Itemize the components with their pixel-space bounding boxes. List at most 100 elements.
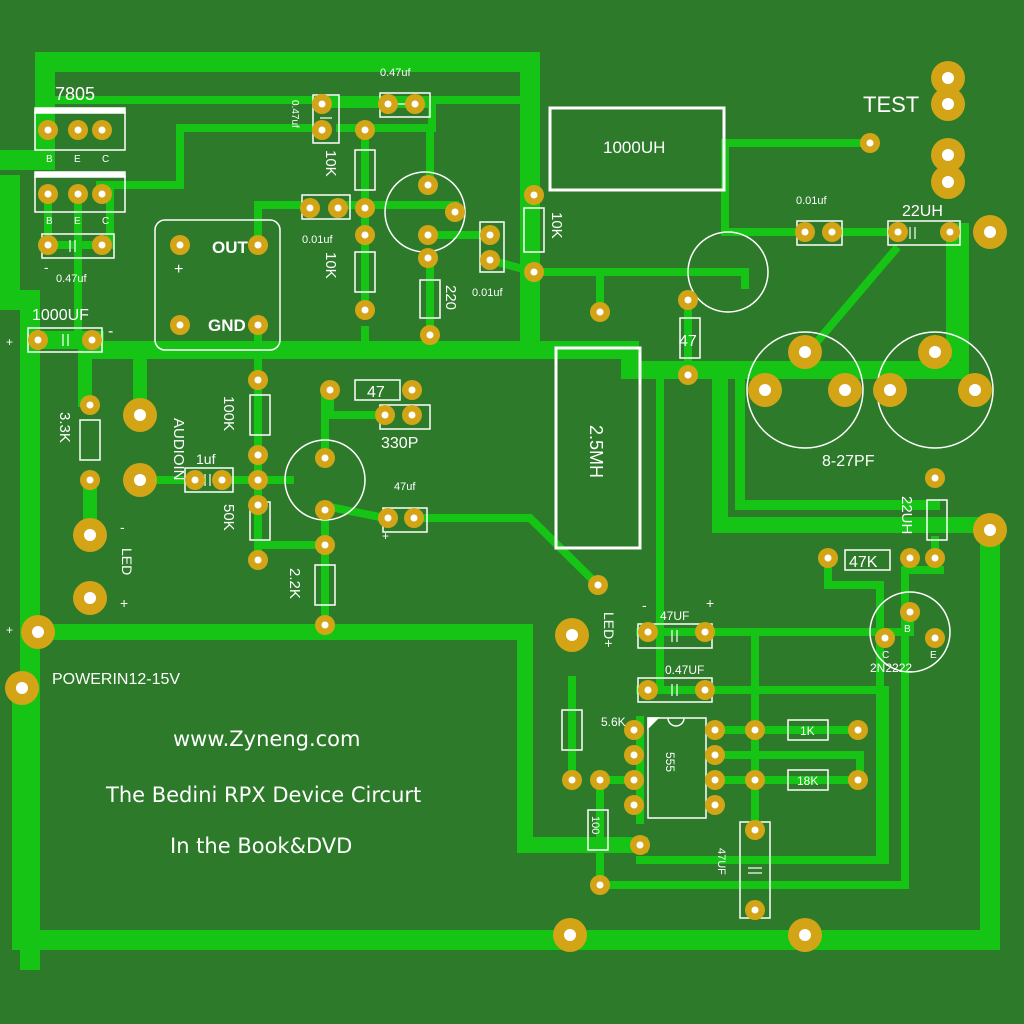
pad-hole (254, 451, 262, 459)
pad-hole (530, 191, 538, 199)
pad-hole (86, 401, 94, 409)
pad-hole (839, 384, 851, 396)
pad-hole (218, 476, 226, 484)
svg-text:47UF: 47UF (660, 609, 689, 623)
pad-hole (596, 308, 604, 316)
pad-hole (564, 929, 576, 941)
pad-hole (946, 228, 954, 236)
pad-hole (408, 386, 416, 394)
pad-hole (451, 208, 459, 216)
pad-hole (644, 628, 652, 636)
svg-text:-: - (108, 323, 113, 340)
pad-hole (254, 241, 262, 249)
label-1000uf: 1000UF (32, 307, 89, 324)
svg-text:220: 220 (442, 285, 459, 310)
pad-hole (98, 190, 106, 198)
pad-hole (88, 336, 96, 344)
pad-hole (134, 474, 146, 486)
svg-text:0.47uf: 0.47uf (56, 273, 88, 285)
pad-hole (176, 321, 184, 329)
svg-text:LED+: LED+ (601, 612, 617, 647)
pad-hole (486, 256, 494, 264)
pad-hole (384, 100, 392, 108)
pad-hole (254, 501, 262, 509)
pad-hole (711, 726, 719, 734)
svg-text:0.47uf: 0.47uf (289, 100, 300, 128)
pad-hole (321, 454, 329, 462)
svg-text:0.47UF: 0.47UF (665, 663, 704, 677)
pad-hole (44, 190, 52, 198)
svg-text:3.3K: 3.3K (56, 412, 73, 443)
svg-text:10K: 10K (322, 252, 339, 279)
pad-hole (942, 98, 954, 110)
svg-text:B: B (904, 624, 911, 635)
pad-hole (630, 726, 638, 734)
pad-hole (931, 474, 939, 482)
svg-text:5.6K: 5.6K (601, 715, 626, 729)
pad-hole (321, 541, 329, 549)
title-line-2: In the Book&DVD (170, 834, 352, 858)
pad-hole (381, 411, 389, 419)
pad-hole (866, 139, 874, 147)
pad-hole (711, 801, 719, 809)
pad-hole (711, 776, 719, 784)
pad-hole (424, 181, 432, 189)
svg-text:B: B (46, 216, 53, 227)
pad-hole (34, 336, 42, 344)
pad-hole (828, 228, 836, 236)
pad-hole (701, 686, 709, 694)
pad-hole (636, 841, 644, 849)
pad-hole (566, 629, 578, 641)
pad-hole (176, 241, 184, 249)
pad-hole (86, 476, 94, 484)
svg-text:-: - (44, 259, 49, 275)
pad-hole (318, 126, 326, 134)
pad-hole (931, 634, 939, 642)
pad-hole (410, 514, 418, 522)
pad-hole (424, 254, 432, 262)
svg-text:E: E (74, 154, 81, 165)
pad-hole (44, 241, 52, 249)
pad-hole (254, 376, 262, 384)
pad-hole (384, 514, 392, 522)
website-text: www.Zyneng.com (173, 727, 360, 751)
pad-hole (969, 384, 981, 396)
svg-text:AUDIOIN: AUDIOIN (170, 418, 187, 481)
svg-text:50K: 50K (220, 504, 237, 531)
svg-text:0.01uf: 0.01uf (302, 234, 334, 246)
svg-text:+: + (174, 261, 183, 278)
label-8-27pf: 8-27PF (822, 453, 875, 470)
pad-hole (630, 751, 638, 759)
pad-hole (530, 268, 538, 276)
svg-text:555: 555 (663, 752, 677, 772)
pad-hole (884, 384, 896, 396)
pad-hole (906, 554, 914, 562)
pad-hole (361, 231, 369, 239)
title-line-1: The Bedini RPX Device Circurt (105, 783, 421, 807)
svg-text:C: C (102, 154, 109, 165)
svg-text:0.01uf: 0.01uf (796, 195, 828, 207)
svg-text:22UH: 22UH (902, 203, 943, 220)
pad-hole (361, 204, 369, 212)
pad-hole (894, 228, 902, 236)
pads (5, 61, 1007, 952)
pad-hole (711, 751, 719, 759)
pad-hole (426, 331, 434, 339)
regulator-module-outline (154, 219, 281, 351)
inductor-2-5mh-outline (554, 346, 642, 550)
pad-hole (84, 592, 96, 604)
pad-hole (596, 881, 604, 889)
label-2-5mh: 2.5MH (586, 425, 606, 478)
svg-text:0.01uf: 0.01uf (472, 287, 504, 299)
pad-hole (361, 306, 369, 314)
svg-text:330P: 330P (381, 435, 418, 452)
svg-text:C: C (102, 216, 109, 227)
svg-text:+: + (706, 595, 714, 611)
pad-hole (74, 126, 82, 134)
pad-hole (751, 906, 759, 914)
svg-text:2N2222: 2N2222 (870, 661, 912, 675)
pad-hole (854, 776, 862, 784)
pad-hole (942, 149, 954, 161)
